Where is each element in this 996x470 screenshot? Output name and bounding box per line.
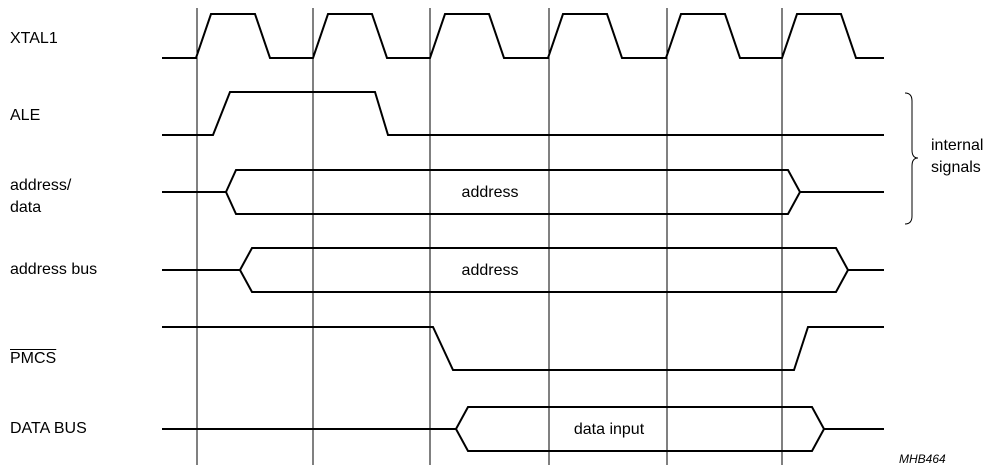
data-bus-waveform bbox=[162, 407, 884, 451]
bus-value-data-bus: data input bbox=[573, 421, 645, 438]
pmcs-waveform bbox=[162, 327, 884, 370]
signal-label-pmcs: PMCS bbox=[10, 350, 57, 367]
signal-label-xtal1: XTAL1 bbox=[10, 30, 58, 47]
signal-label-ale: ALE bbox=[10, 107, 41, 124]
signal-label-data-bus: DATA BUS bbox=[10, 420, 87, 437]
xtal1-waveform bbox=[162, 14, 884, 58]
signal-label-address-bus: address bus bbox=[10, 261, 98, 278]
bus-value-address-bus: address bbox=[461, 262, 519, 279]
figure-reference: MHB464 bbox=[899, 452, 946, 466]
signal-label-address-data: address/ data bbox=[10, 177, 72, 216]
bus-value-address-data: address bbox=[461, 184, 519, 201]
address-bus-waveform bbox=[162, 248, 884, 292]
ale-waveform bbox=[162, 92, 884, 135]
internal-signals-label: internal signals bbox=[931, 137, 984, 176]
internal-signals-brace bbox=[905, 93, 918, 224]
address-data-bus-waveform bbox=[162, 170, 884, 214]
clock-reference-lines bbox=[197, 8, 782, 465]
